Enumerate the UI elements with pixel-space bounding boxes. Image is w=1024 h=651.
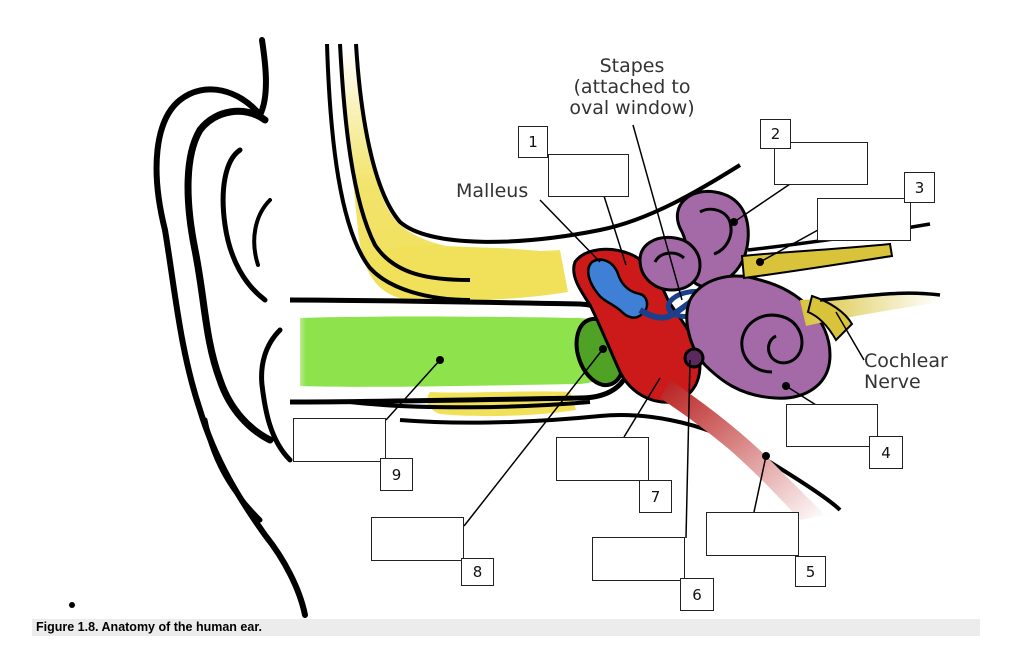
number-label-8: 8 [461, 558, 494, 586]
figure-caption: Figure 1.8. Anatomy of the human ear. [36, 620, 262, 634]
eustachian-tube [660, 380, 825, 520]
answer-box-6[interactable] [592, 537, 685, 581]
answer-box-3[interactable] [817, 198, 911, 241]
number-label-4: 4 [869, 436, 903, 469]
number-label-1: 1 [518, 126, 548, 158]
bullet-point: • [69, 602, 75, 608]
leader-2 [733, 183, 791, 223]
pinna-outer-rim [153, 37, 308, 618]
leader-1 [603, 195, 627, 266]
leader-6 [685, 359, 691, 539]
pinna [153, 37, 308, 618]
leader-lines [385, 124, 865, 539]
pinna-inner-fold [220, 147, 268, 303]
pinna-antihelix [252, 198, 272, 267]
leader-malleus [539, 199, 601, 263]
stapes-label: Stapes (attached to oval window) [569, 55, 695, 119]
leader-dots [436, 218, 790, 460]
leader-7 [623, 377, 661, 438]
answer-box-8[interactable] [371, 517, 464, 561]
leader-5 [753, 455, 767, 513]
answer-box-5[interactable] [706, 512, 799, 556]
leader-cochlear [835, 311, 865, 361]
leader-9 [385, 359, 441, 421]
leader-3 [759, 229, 819, 263]
head-outline [259, 327, 293, 463]
leader-4 [785, 385, 817, 406]
malleus-label: Malleus [456, 180, 529, 202]
number-label-2: 2 [760, 119, 791, 149]
answer-box-4[interactable] [786, 404, 878, 447]
number-label-9: 9 [380, 458, 413, 491]
cochlear-nerve-label: Cochlear Nerve [864, 350, 948, 393]
answer-box-2[interactable] [774, 142, 868, 185]
answer-box-9[interactable] [293, 418, 386, 462]
answer-box-1[interactable] [548, 154, 629, 197]
number-label-3: 3 [904, 172, 935, 203]
number-label-5: 5 [795, 556, 826, 587]
leader-8 [463, 348, 604, 527]
pinna-lobe [202, 417, 263, 523]
number-label-6: 6 [680, 578, 714, 611]
ear-canal [289, 43, 842, 512]
leader-stapes [632, 124, 683, 301]
round-window [683, 347, 705, 369]
number-label-7: 7 [639, 480, 672, 513]
caption-bar [32, 619, 980, 636]
pinna-helix [184, 107, 274, 444]
answer-box-7[interactable] [556, 437, 649, 481]
